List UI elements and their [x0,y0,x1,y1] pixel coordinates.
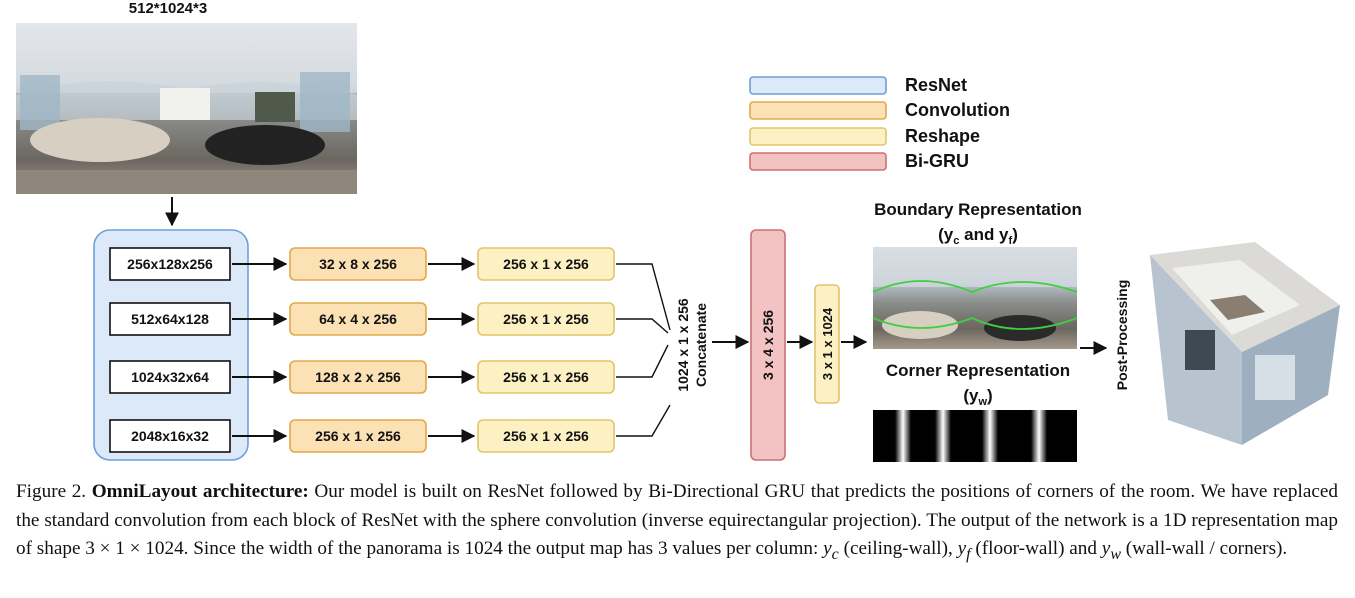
caption-shape: 3 × 1 × 1024 [85,538,184,559]
output-block [814,284,840,404]
conv-block-label: 256 x 1 x 256 [315,428,401,444]
legend-swatch [749,152,887,171]
resnet-container [93,229,249,461]
boundary-representation-image [872,247,1078,349]
resnet-block [109,419,231,453]
caption-width: 1024 [464,538,503,559]
concat-lines [616,263,671,437]
conv-block-label: 32 x 8 x 256 [319,256,397,272]
bigru-block-label: 3 x 4 x 256 [760,310,776,380]
caption-text-3: the output map has 3 values per column: [507,538,819,559]
resnet-block-label: 512x64x128 [131,311,209,327]
caption-yf-desc: (floor-wall) and [975,538,1097,559]
caption-bold-title: OmniLayout architecture: [91,481,309,502]
architecture-figure: 512*1024*3 256x128x256 32 x 8 x 256 256 x … [16,0,1340,462]
reshape-block-label: 256 x 1 x 256 [503,428,589,444]
concat-label: Concatenate [693,303,709,387]
resnet-block [109,302,231,336]
caption-label: Figure 2. [16,481,87,502]
resnet-block-label: 1024x32x64 [131,369,209,385]
reshape-block [477,247,615,281]
post-processing-label: Post-Processing [1114,280,1130,390]
resnet-block [109,360,231,394]
reshape-block [477,302,615,336]
room-layout-3d-image [1150,242,1340,445]
legend-label: Bi-GRU [905,151,969,171]
legend-label: Reshape [905,126,980,146]
reshape-block-label: 256 x 1 x 256 [503,369,589,385]
conv-block-label: 64 x 4 x 256 [319,311,397,327]
caption-yc-desc: (ceiling-wall), [843,538,953,559]
conv-block [289,360,427,394]
feature-rows: 256x128x256 32 x 8 x 256 256 x 1 x 256 512x… [109,247,615,453]
corner-representation-image [873,410,1077,462]
caption-yw: yw [1101,538,1121,563]
input-dims-label: 512*1024*3 [129,0,207,17]
corner-subtitle: (yw) [963,386,992,408]
figure-caption: Figure 2. OmniLayout architecture: Our m… [16,478,1338,569]
reshape-block [477,419,615,453]
caption-yf: yf [957,538,971,563]
conv-block [289,302,427,336]
legend-swatch [749,101,887,120]
legend-swatch [749,127,887,146]
corner-title: Corner Representation [886,361,1070,380]
boundary-title: Boundary Representation [874,200,1082,219]
caption-text-2: . Since the width of the panorama is [183,538,460,559]
reshape-block [477,360,615,394]
resnet-block-label: 2048x16x32 [131,428,209,444]
caption-yw-desc: (wall-wall / corners). [1125,538,1288,559]
output-block-label: 3 x 1 x 1024 [820,307,835,380]
legend-label: ResNet [905,75,967,95]
legend-label: Convolution [905,100,1010,120]
conv-block [289,247,427,281]
reshape-block-label: 256 x 1 x 256 [503,256,589,272]
legend-swatch [749,76,887,95]
conv-block-label: 128 x 2 x 256 [315,369,401,385]
resnet-block [109,247,231,281]
conv-block [289,419,427,453]
caption-yc: yc [823,538,839,563]
bigru-block [750,229,786,461]
input-panorama-image [16,23,357,194]
boundary-subtitle: (yc and yf) [938,225,1018,247]
resnet-block-label: 256x128x256 [127,256,213,272]
caption-text-1: Our model is built on ResNet followed by… [16,481,1338,559]
reshape-block-label: 256 x 1 x 256 [503,311,589,327]
concat-shape-label: 1024 x 1 x 256 [675,298,691,392]
